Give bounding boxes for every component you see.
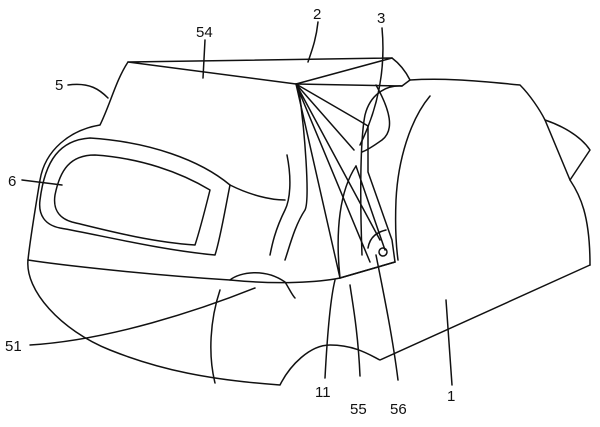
fold-line (284, 83, 308, 261)
label-55: 55 (350, 401, 367, 418)
lower-body (27, 259, 591, 386)
fold-line (229, 184, 286, 201)
belt-line (27, 259, 396, 284)
leader-lines (21, 21, 453, 386)
fender-curve (394, 95, 431, 261)
label-56: 56 (390, 401, 407, 418)
label-5: 5 (55, 77, 63, 94)
label-11: 11 (315, 384, 331, 401)
label-6: 6 (8, 173, 16, 190)
door-line (210, 289, 221, 384)
label-54: 54 (196, 24, 213, 41)
linkage-arms (295, 83, 396, 279)
fold-line (269, 154, 291, 256)
front-body (409, 78, 591, 266)
rear-window-frame (38, 137, 231, 256)
windshield (544, 119, 571, 181)
rear-window-glass (53, 154, 211, 246)
label-3: 3 (377, 10, 385, 27)
label-51: 51 (5, 338, 22, 355)
soft-top-body (27, 61, 129, 261)
bpillar (360, 85, 403, 256)
label-1: 1 (447, 388, 455, 405)
label-2: 2 (313, 6, 321, 23)
roof-top-panel (127, 57, 393, 85)
roof-rear-edge (295, 57, 411, 87)
wheel-arch-top (229, 272, 296, 299)
